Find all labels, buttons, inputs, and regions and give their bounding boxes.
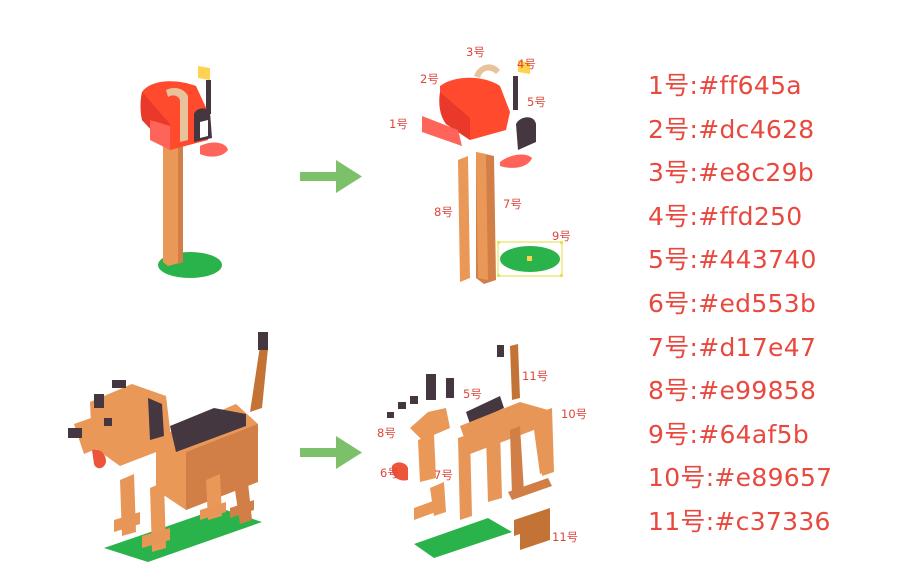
dog-label-8: 8号 [377,426,396,440]
dog-label-11a: 11号 [522,369,548,383]
dog-label-10: 10号 [561,407,587,421]
mailbox-assembled [140,66,228,278]
mailbox-label-3: 3号 [466,45,485,59]
palette-entry: 11号:#c37336 [648,506,831,536]
palette-entry: 3号:#e8c29b [648,158,814,188]
palette-entry: 4号:#ffd250 [648,201,803,231]
dog-label-6: 6号 [380,466,399,480]
palette-entry: 1号:#ff645a [648,71,802,100]
mailbox-label-2: 2号 [420,72,439,86]
dog-label-7: 7号 [434,468,453,482]
palette-entry: 2号:#dc4628 [648,114,815,144]
palette-entry: 6号:#ed553b [648,288,817,318]
palette-entry: 7号:#d17e47 [648,332,817,362]
dog-label-11b: 11号 [552,530,578,544]
arrow-right-icon [300,436,362,469]
mailbox-label-8: 8号 [434,205,453,219]
mailbox-label-4: 4号 [517,57,536,71]
mailbox-labels: 1号 2号 3号 4号 5号 7号 8号 9号 [389,45,571,243]
dog-label-5: 5号 [463,387,482,401]
palette-entry: 8号:#e99858 [648,376,817,406]
dog-exploded [387,344,554,558]
mailbox-label-5: 5号 [527,95,546,109]
palette-entry: 9号:#64af5b [648,419,809,449]
mailbox-label-7: 7号 [503,197,522,211]
arrow-right-icon [300,160,362,193]
dog-assembled [68,332,268,562]
color-palette-list: 1号:#ff645a 2号:#dc4628 3号:#e8c29b 4号:#ffd250… [648,64,888,544]
mailbox-exploded [422,60,563,284]
dog-labels: 5号 6号 7号 8号 10号 11号 11号 [377,369,587,544]
mailbox-label-1: 1号 [389,117,408,131]
mailbox-label-9: 9号 [552,229,571,243]
palette-entry: 5号:#443740 [648,245,817,275]
palette-entry: 10号:#e89657 [648,463,833,493]
